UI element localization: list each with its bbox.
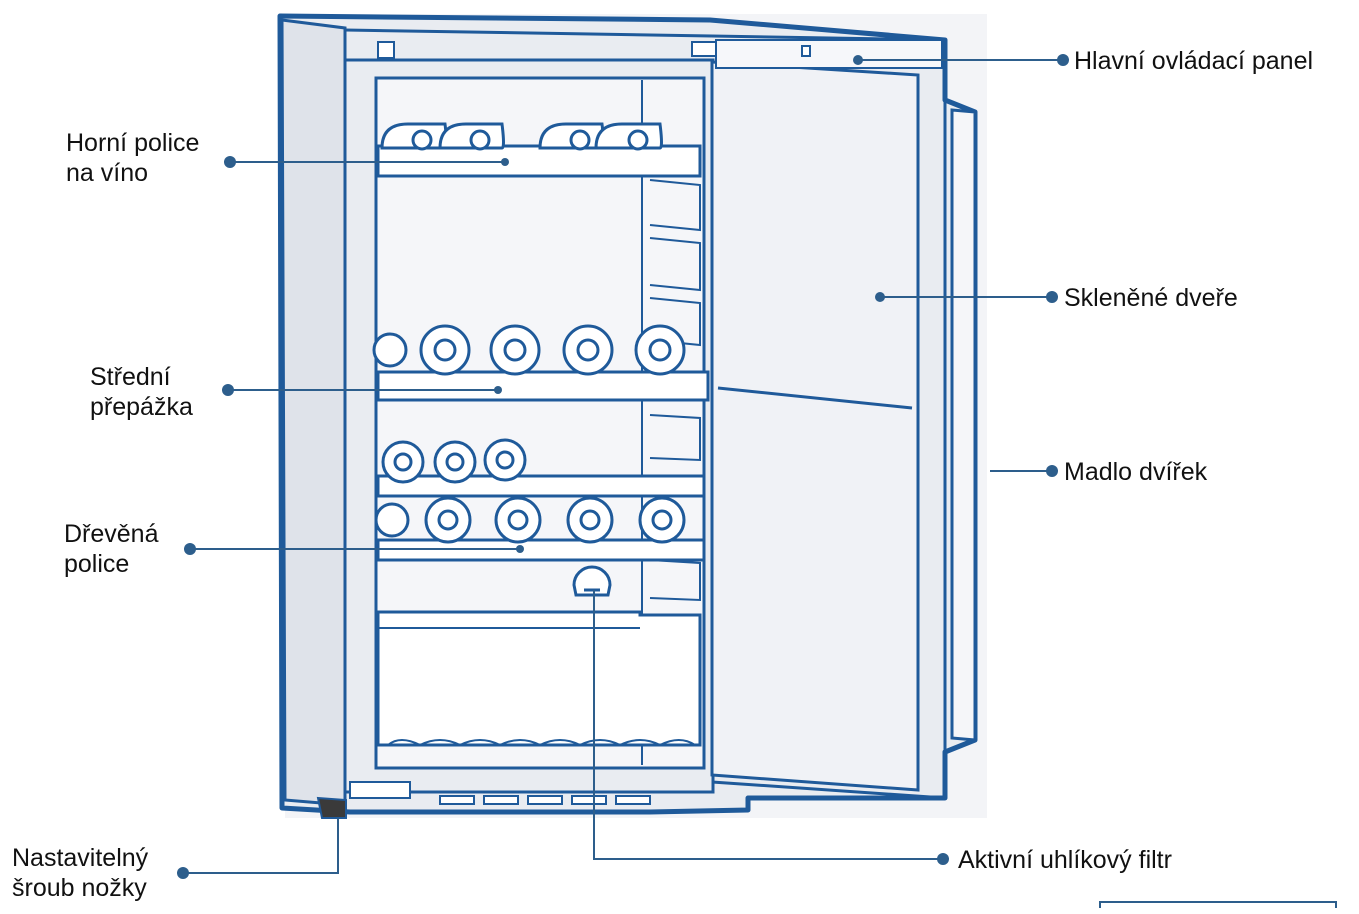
door-handle-part: [950, 108, 977, 742]
label-top-shelf-line-1: Horní police: [66, 129, 200, 157]
control-panel-strip: [715, 39, 943, 69]
label-carbon-filter: Aktivní uhlíkový filtr: [958, 845, 1172, 875]
bottles-top-row: [380, 122, 663, 151]
label-wooden-shelf: Dřevěná police: [64, 519, 159, 579]
label-top-shelf: Horní police na víno: [66, 128, 199, 188]
label-foot-screw-line-2: šroub nožky: [12, 874, 147, 902]
base-vents: [349, 781, 651, 805]
bottom-drawer: [376, 610, 702, 747]
top-hinge-left: [377, 41, 395, 59]
shelf-lower: [376, 474, 706, 498]
control-panel-button: [801, 45, 811, 57]
cabinet-side-panel: [280, 18, 347, 807]
label-glass-door-line-1: Skleněné dveře: [1064, 284, 1238, 312]
label-door-handle-line-1: Madlo dvířek: [1064, 458, 1208, 486]
label-door-handle: Madlo dvířek: [1064, 457, 1207, 487]
label-middle-divider: Střední přepážka: [90, 362, 193, 422]
label-control-panel-line-1: Hlavní ovládací panel: [1074, 47, 1314, 75]
leader-carbon-filter: [593, 590, 943, 860]
bottles-middle-row: [372, 324, 686, 376]
label-carbon-filter-line-1: Aktivní uhlíkový filtr: [958, 846, 1172, 874]
leader-lines: [183, 59, 1063, 874]
corner-rule: [1099, 901, 1337, 908]
glass-door-panel: [710, 60, 920, 792]
label-glass-door: Skleněné dveře: [1064, 283, 1238, 313]
label-control-panel: Hlavní ovládací panel: [1074, 46, 1313, 76]
label-middle-divider-line-1: Střední: [90, 363, 171, 391]
shelves: [376, 144, 710, 562]
leader-dots: [177, 54, 1069, 879]
label-wooden-shelf-line-2: police: [64, 550, 130, 578]
bottles-lower-row: [381, 438, 527, 484]
door-divider: [717, 386, 913, 410]
shelf-middle: [376, 370, 710, 402]
label-wooden-shelf-line-1: Dřevěná: [64, 520, 159, 548]
top-hinge-right: [691, 41, 719, 57]
label-foot-screw: Nastavitelný šroub nožky: [12, 843, 148, 903]
leader-foot-screw: [183, 818, 339, 874]
carbon-filter-part: [572, 565, 612, 597]
bottles-wooden-row: [374, 496, 686, 544]
adjustable-foot: [316, 796, 347, 819]
cabinet-top-edge: [344, 28, 713, 38]
label-foot-screw-line-1: Nastavitelný: [12, 844, 149, 872]
label-top-shelf-line-2: na víno: [66, 159, 149, 187]
door-frame-outer: [711, 34, 947, 800]
label-middle-divider-line-2: přepážka: [90, 393, 193, 421]
